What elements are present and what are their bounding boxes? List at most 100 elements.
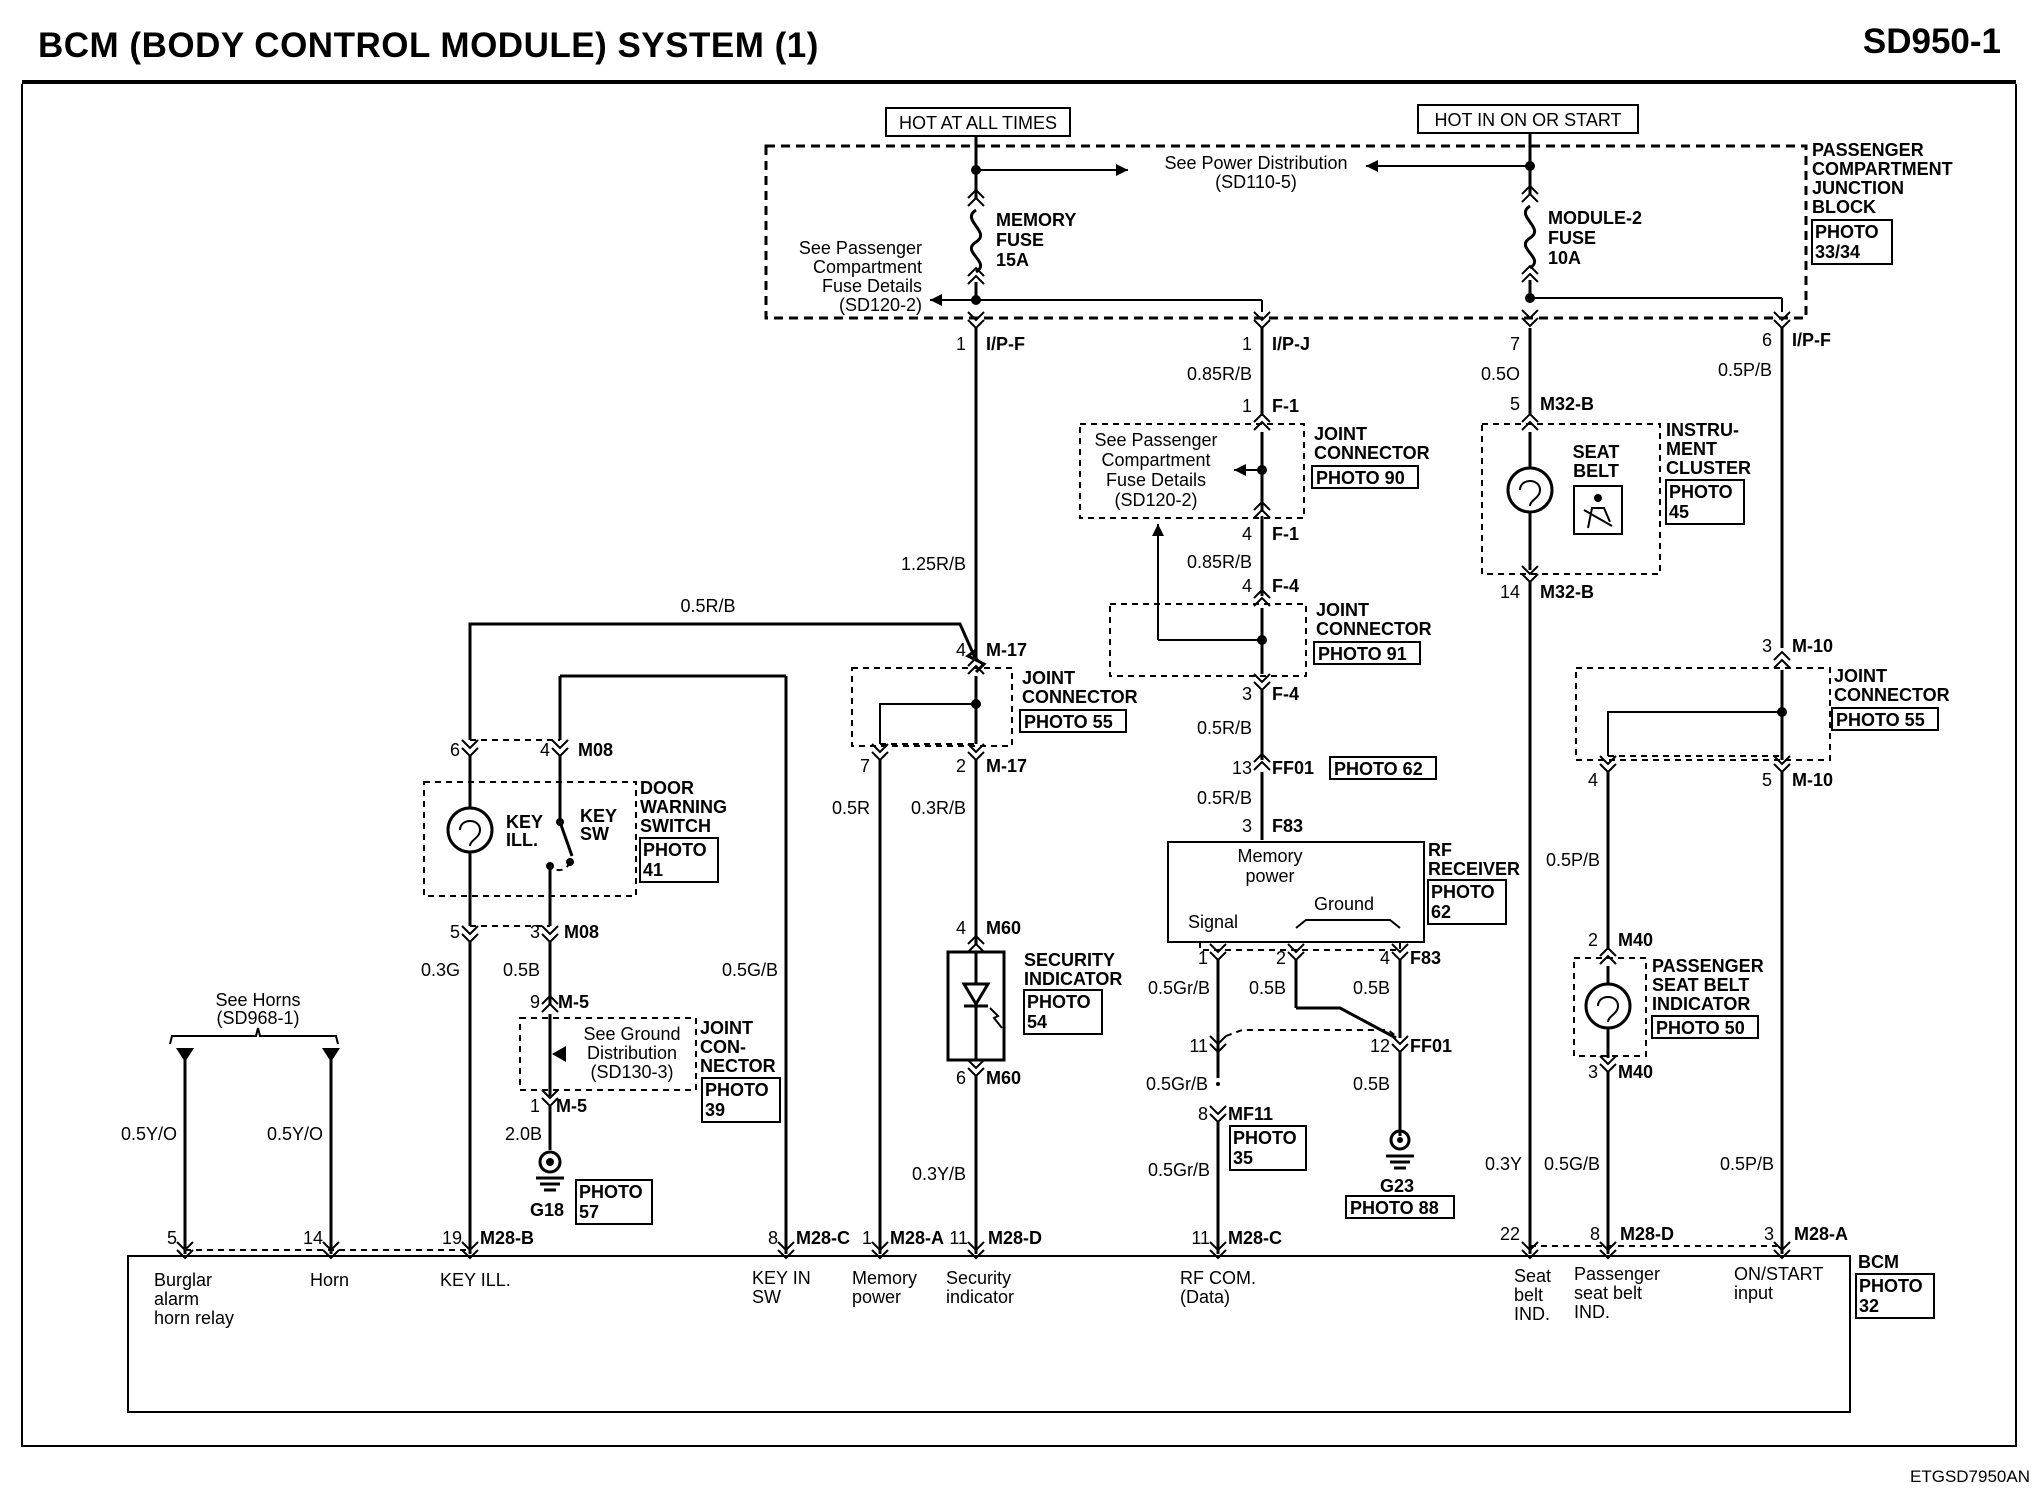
diagram-label: M-10	[1792, 770, 1833, 790]
diagram-label: IND.	[1514, 1304, 1550, 1324]
diagram-label: 1	[862, 1228, 872, 1248]
diagram-label: JOINT	[1022, 668, 1075, 688]
diagram-label: SWITCH	[640, 816, 711, 836]
diagram-label: 3	[530, 922, 540, 942]
see-pcfd-top-2: Compartment	[813, 257, 922, 277]
diagram-label: 54	[1027, 1012, 1047, 1032]
diagram-label: 0.5P/B	[1720, 1154, 1774, 1174]
diagram-label: I/P-J	[1272, 334, 1310, 354]
diagram-label: M-5	[556, 1096, 587, 1116]
diagram-label: 5	[1510, 394, 1520, 414]
horn-arrow-icon	[322, 1048, 340, 1062]
photo-62: PHOTO 62	[1334, 759, 1423, 779]
pcjb-photo-2: 33/34	[1815, 242, 1860, 262]
see-power-1: See Power Distribution	[1164, 153, 1347, 173]
seat-belt-warning-icon	[1573, 485, 1623, 535]
photo-88: PHOTO 88	[1350, 1198, 1439, 1218]
diagram-label: 0.85R/B	[1187, 552, 1252, 572]
diagram-label: 11	[949, 1228, 968, 1248]
diagram-label: 0.5B	[503, 960, 540, 980]
diagram-label: F-4	[1272, 684, 1299, 704]
pcjb-label-3: JUNCTION	[1812, 178, 1904, 198]
diagram-label: FF01	[1410, 1036, 1452, 1056]
diagram-label: M40	[1618, 1062, 1653, 1082]
diagram-label: 11	[1191, 1228, 1210, 1248]
diagram-label: INDICATOR	[1652, 994, 1750, 1014]
diagram-label: M28-A	[890, 1228, 944, 1248]
diagram-label: M-10	[1792, 636, 1833, 656]
pcjb-photo-1: PHOTO	[1815, 222, 1879, 242]
diagram-label: G23	[1380, 1176, 1414, 1196]
ground-g23-icon	[1389, 1129, 1411, 1151]
diagram-label: I/P-F	[986, 334, 1025, 354]
diagram-label: MF11	[1228, 1104, 1273, 1124]
diagram-label: SW	[580, 824, 609, 844]
header-rule	[22, 80, 2016, 84]
diagram-label: SEAT BELT	[1652, 975, 1749, 995]
pcjb-photo-box	[1811, 219, 1893, 265]
instrument-cluster	[1481, 423, 1661, 575]
rf-receiver	[1167, 841, 1425, 943]
diagram-label: Ground	[1314, 894, 1374, 914]
diagram-label: M-17	[986, 640, 1027, 660]
diagram-label: 57	[579, 1202, 599, 1222]
diagram-label: input	[1734, 1283, 1773, 1303]
diagram-label: 7	[1510, 334, 1520, 354]
diagram-label: 0.5P/B	[1718, 360, 1772, 380]
diagram-label: M28-A	[1794, 1224, 1848, 1244]
diagram-label: 2	[1276, 948, 1286, 968]
diagram-label: 1.25R/B	[901, 554, 966, 574]
diagram-label: FF01	[1272, 758, 1314, 778]
diagram-label: 0.5R/B	[1197, 718, 1252, 738]
door-warning-switch	[423, 781, 637, 897]
diagram-label: KEY ILL.	[440, 1270, 511, 1290]
diagram-label: 0.5Gr/B	[1148, 1160, 1210, 1180]
diagram-label: Security	[946, 1268, 1011, 1288]
diagram-label: 4	[1380, 948, 1390, 968]
diagram-label: 0.3G	[421, 960, 460, 980]
diagram-label: INSTRU-	[1666, 420, 1739, 440]
joint-connector-55-right	[1575, 667, 1831, 761]
hot-always-box	[885, 107, 1071, 137]
diagram-label: Seat	[1514, 1266, 1551, 1286]
diagram-label: M40	[1618, 930, 1653, 950]
diagram-label: 35	[1233, 1148, 1253, 1168]
diagram-label: 0.5R	[832, 798, 870, 818]
diagram-label: 1	[530, 1096, 540, 1116]
diagram-label: 0.5Gr/B	[1146, 1074, 1208, 1094]
diagram-label: F-4	[1272, 576, 1299, 596]
diagram-title: BCM (BODY CONTROL MODULE) SYSTEM (1)	[38, 26, 819, 65]
module2-fuse	[1523, 204, 1537, 270]
diagram-label: 1	[1242, 334, 1252, 354]
diagram-label: PHOTO	[1233, 1128, 1297, 1148]
hot-on-start-label: HOT IN ON OR START	[1434, 110, 1621, 130]
joint-connector-ground	[519, 1017, 697, 1091]
photo-91: PHOTO 91	[1318, 644, 1407, 664]
diagram-label: M28-C	[796, 1228, 850, 1248]
diagram-label: 3	[1242, 816, 1252, 836]
diagram-label: 39	[705, 1100, 725, 1120]
joint-connector-91	[1109, 603, 1307, 677]
diagram-label: 0.5Y/O	[267, 1124, 323, 1144]
junction-block-outline	[764, 144, 1808, 320]
diagram-label: 0.5B	[1249, 978, 1286, 998]
diagram-label: DOOR	[640, 778, 694, 798]
diagram-label: 14	[1500, 582, 1520, 602]
key-switch-icon	[558, 821, 574, 857]
diagram-label: 5	[450, 922, 460, 942]
diagram-label: CLUSTER	[1666, 458, 1751, 478]
diagram-label: 1	[1198, 948, 1208, 968]
diagram-label: CONNECTOR	[1834, 685, 1950, 705]
diagram-label: 9	[530, 992, 540, 1012]
diagram-label: IND.	[1574, 1302, 1610, 1322]
joint-connector-55-left	[851, 667, 1013, 747]
see-pcfd-mid-box	[1079, 423, 1305, 519]
diagram-label: horn relay	[154, 1308, 234, 1328]
diagram-label: 0.5B	[1353, 978, 1390, 998]
diagram-label: 0.3Y/B	[912, 1164, 966, 1184]
diagram-label: 4	[1588, 770, 1598, 790]
diagram-label: RECEIVER	[1428, 859, 1520, 879]
diagram-label: ILL.	[506, 830, 538, 850]
diagram-label: 2.0B	[505, 1124, 542, 1144]
diagram-label: Memory	[1237, 846, 1302, 866]
